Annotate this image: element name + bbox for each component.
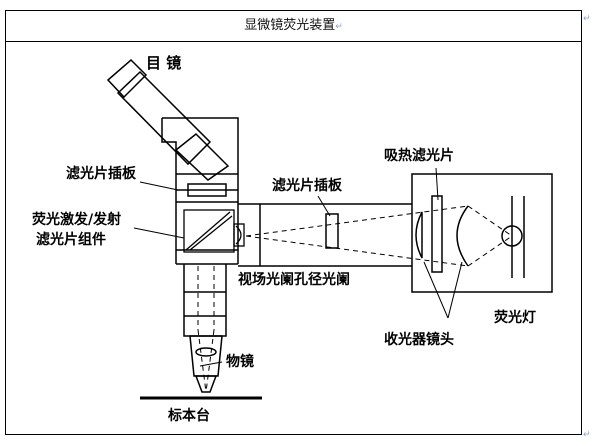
label-objective: 物镜 bbox=[226, 353, 254, 370]
light-path bbox=[197, 205, 513, 393]
eyepiece-tube bbox=[106, 58, 230, 181]
leader-lines bbox=[133, 167, 463, 367]
label-collector: 收光器镜头 bbox=[384, 331, 454, 348]
label-stage: 标本台 bbox=[167, 407, 210, 424]
diagram-title: 显微镜荧光装置 bbox=[244, 18, 336, 33]
title-cell: 显微镜荧光装置↵ bbox=[5, 10, 582, 42]
label-filter-slot-left: 滤光片插板 bbox=[66, 165, 137, 182]
lamp-housing bbox=[411, 173, 553, 293]
paragraph-mark: ↵ bbox=[583, 430, 591, 440]
label-excitation-line2: 滤光片组件 bbox=[36, 231, 106, 248]
label-field-iris: 视场光阑孔径光阑 bbox=[238, 271, 350, 288]
objective-tube bbox=[176, 263, 238, 393]
microscope-body bbox=[161, 117, 239, 264]
diagram-frame bbox=[5, 10, 582, 435]
label-filter-slot-mid: 滤光片插板 bbox=[272, 177, 343, 194]
paragraph-mark: ↵ bbox=[335, 22, 343, 32]
label-lamp: 荧光灯 bbox=[494, 309, 536, 326]
paragraph-mark: ↵ bbox=[583, 14, 591, 24]
illumination-arm bbox=[238, 203, 412, 267]
label-eyepiece: 目 镜 bbox=[146, 54, 181, 72]
filter-cube bbox=[183, 209, 245, 253]
label-excitation-line1: 荧光激发/发射 bbox=[32, 211, 121, 228]
label-heat-filter: 吸热滤光片 bbox=[384, 147, 454, 164]
